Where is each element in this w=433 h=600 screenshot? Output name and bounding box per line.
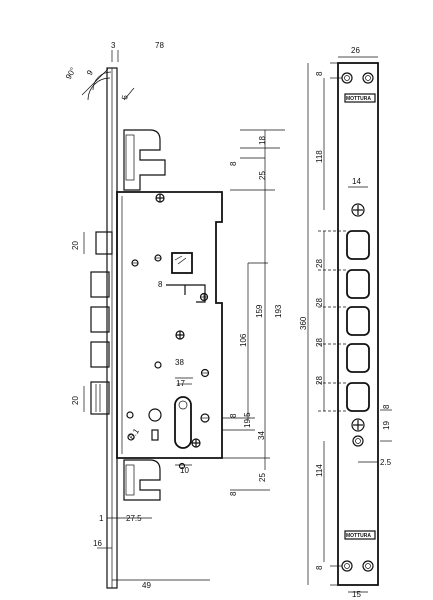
screw — [126, 411, 134, 419]
dim-19: 19 — [382, 421, 391, 430]
lock-side-view — [90, 67, 223, 589]
faceplate-hole — [341, 560, 353, 572]
dim-8-cylinder: 8 — [229, 413, 238, 418]
screw — [200, 368, 210, 378]
dim-5: 5 — [120, 94, 130, 100]
handle-follower — [171, 252, 193, 274]
dim-114: 114 — [315, 464, 324, 477]
dim-8-faceplate-bottom: 8 — [315, 565, 324, 570]
latch-opening — [346, 382, 370, 412]
dim-25-top: 25 — [258, 171, 267, 180]
deadbolt-2 — [90, 271, 110, 298]
dim-16: 16 — [93, 539, 102, 548]
dim-8-faceplate-top: 8 — [315, 71, 324, 76]
dim-78: 78 — [155, 41, 164, 50]
brand-plate-bottom — [344, 530, 376, 540]
right-dimension-text: 26 8 118 14 28 28 28 28 360 19 8 2.5 114… — [299, 46, 392, 599]
faceplate-small-hole — [352, 435, 364, 447]
left-dimension-text: 3 78 90° 9 5 18 8 25 20 8 159 193 106 38… — [64, 41, 283, 590]
dim-8-top: 8 — [229, 161, 238, 166]
dim-2-5: 2.5 — [380, 458, 392, 467]
faceplate-hole — [341, 72, 353, 84]
dim-18-top: 18 — [258, 136, 267, 145]
dim-17: 17 — [176, 379, 185, 388]
dim-360: 360 — [299, 316, 308, 330]
dim-90-deg: 90° — [64, 66, 78, 81]
screw — [127, 433, 135, 441]
dim-20-top: 20 — [71, 241, 80, 250]
dim-118: 118 — [315, 150, 324, 163]
faceplate-screw-top — [351, 203, 365, 217]
left-dimension-lines — [81, 50, 285, 581]
bottom-hook-bolt — [123, 459, 161, 501]
screw — [155, 193, 165, 203]
faceplate-front-view: MOTTURA MOTTURA — [337, 62, 379, 586]
bolt-opening-4 — [346, 343, 370, 373]
dim-8-bottom: 8 — [229, 491, 238, 496]
dim-26: 26 — [351, 46, 360, 55]
dim-10: 10 — [180, 466, 189, 475]
dim-28-4: 28 — [315, 376, 324, 385]
dim-28-3: 28 — [315, 338, 324, 347]
brand-bottom: MOTTURA — [346, 533, 371, 539]
screw — [131, 259, 139, 267]
screw — [175, 330, 185, 340]
brand-plate-top — [344, 93, 376, 103]
bolt-opening-1 — [346, 230, 370, 260]
faceplate-screw-bottom — [351, 418, 365, 432]
faceplate-hole — [362, 560, 374, 572]
dim-106: 106 — [239, 333, 248, 347]
bolt-opening-3 — [346, 306, 370, 336]
dim-28-2: 28 — [315, 298, 324, 307]
dim-28-1: 28 — [315, 259, 324, 268]
dim-15: 15 — [352, 590, 361, 599]
dim-8-right: 8 — [382, 404, 391, 409]
dim-20-bottom: 20 — [71, 396, 80, 405]
right-dimension-lines — [307, 56, 392, 593]
faceplate-front — [337, 62, 379, 586]
latch-bolt — [90, 381, 110, 415]
screw — [154, 254, 162, 262]
dim-159: 159 — [255, 304, 264, 318]
screw — [154, 361, 162, 369]
top-hook-bolt — [123, 129, 166, 191]
dim-38: 38 — [175, 358, 184, 367]
screw — [191, 438, 201, 448]
dim-9: 9 — [85, 68, 95, 77]
dim-193: 193 — [274, 304, 283, 318]
dim-1: 1 — [99, 514, 104, 523]
deadbolt-3 — [90, 306, 110, 333]
dim-49: 49 — [142, 581, 151, 590]
faceplate-hole — [362, 72, 374, 84]
dim-14: 14 — [352, 177, 361, 186]
brand-top: MOTTURA — [346, 96, 371, 102]
cylinder-cutout — [174, 396, 192, 449]
deadbolt-1 — [95, 231, 113, 255]
dim-19-5: 19.5 — [243, 412, 252, 428]
screw — [199, 292, 209, 302]
spindle-hub — [148, 408, 162, 422]
dim-34: 34 — [257, 431, 266, 440]
dim-27-5: 27.5 — [126, 514, 142, 523]
dim-8-mid: 8 — [158, 280, 163, 289]
bolt-opening-2 — [346, 269, 370, 299]
lock-case — [116, 191, 223, 459]
dim-3: 3 — [111, 41, 116, 50]
deadbolt-4 — [90, 341, 110, 368]
screw — [200, 413, 210, 423]
dim-25-bottom: 25 — [258, 473, 267, 482]
